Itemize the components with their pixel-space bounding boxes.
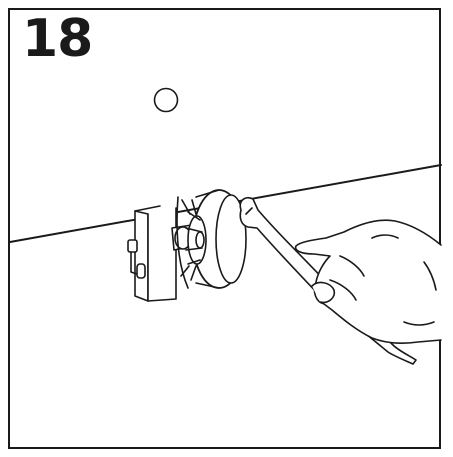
step-number: 18 <box>22 9 93 69</box>
hand-icon <box>294 219 442 344</box>
caster-wheel-icon <box>171 189 247 289</box>
wrench-icon <box>239 196 417 365</box>
mounting-bracket <box>127 205 177 302</box>
circle-hole-icon <box>153 87 179 113</box>
